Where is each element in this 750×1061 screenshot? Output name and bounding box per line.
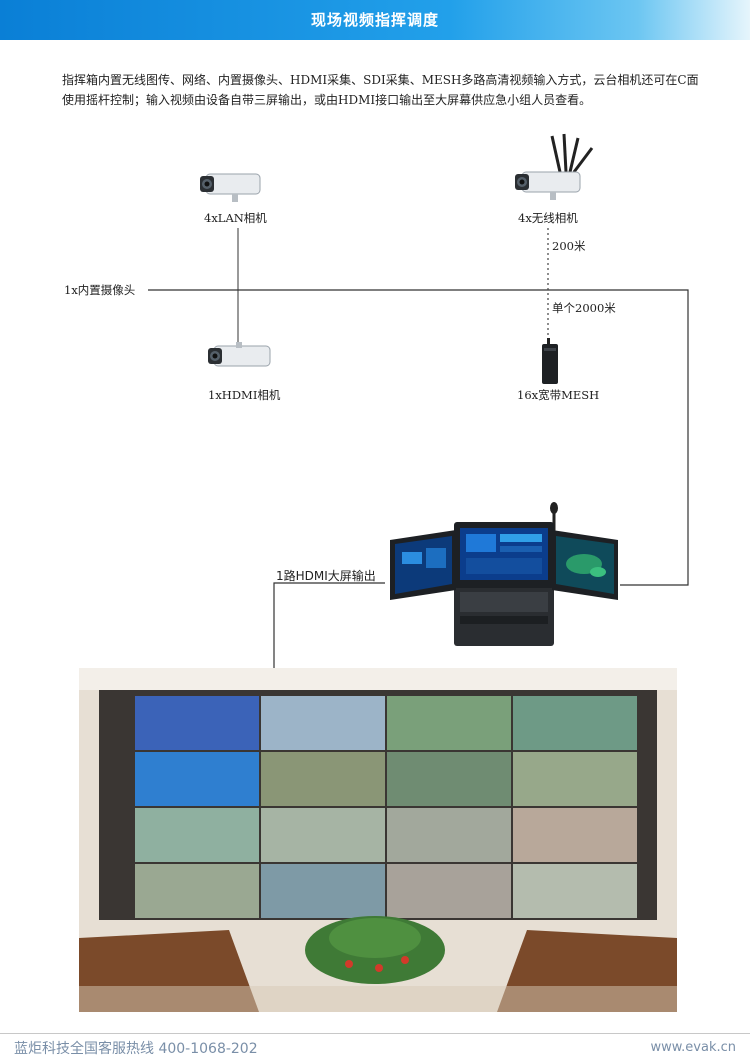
page-title: 现场视频指挥调度 xyxy=(310,11,439,29)
wireless-range-label: 200米 xyxy=(552,239,586,253)
lan-camera-label: 4xLAN相机 xyxy=(204,211,267,225)
mesh-label: 16x宽带MESH xyxy=(517,388,600,402)
header-bar xyxy=(0,0,750,40)
hdmi-camera-label: 1xHDMI相机 xyxy=(208,388,281,402)
intro-paragraph: 指挥箱内置无线图传、网络、内置摄像头、HDMI采集、SDI采集、MESH多路高清… xyxy=(62,70,710,110)
footer-website[interactable]: www.evak.cn xyxy=(650,1040,736,1055)
footer-divider xyxy=(0,1033,750,1034)
builtin-camera-label: 1x内置摄像头 xyxy=(64,283,136,297)
intro-text: 指挥箱内置无线图传、网络、内置摄像头、HDMI采集、SDI采集、MESH多路高清… xyxy=(62,73,699,107)
wireless-camera-icon xyxy=(515,133,594,200)
mesh-radio-icon xyxy=(542,338,558,384)
link-builtin-box xyxy=(148,289,689,586)
command-box-icon xyxy=(390,502,618,646)
link-hdmi-wall xyxy=(273,582,385,668)
wireless-camera-label: 4x无线相机 xyxy=(518,211,578,225)
hdmi-output-label: 1路HDMI大屏输出 xyxy=(276,569,376,583)
bullet-camera-icon xyxy=(208,342,271,367)
footer-hotline: 蓝炬科技全国客服热线 400-1068-202 xyxy=(14,1041,258,1057)
video-wall-icon xyxy=(79,668,677,1012)
bullet-camera-icon xyxy=(200,173,261,202)
mesh-range-label: 单个2000米 xyxy=(552,301,616,315)
